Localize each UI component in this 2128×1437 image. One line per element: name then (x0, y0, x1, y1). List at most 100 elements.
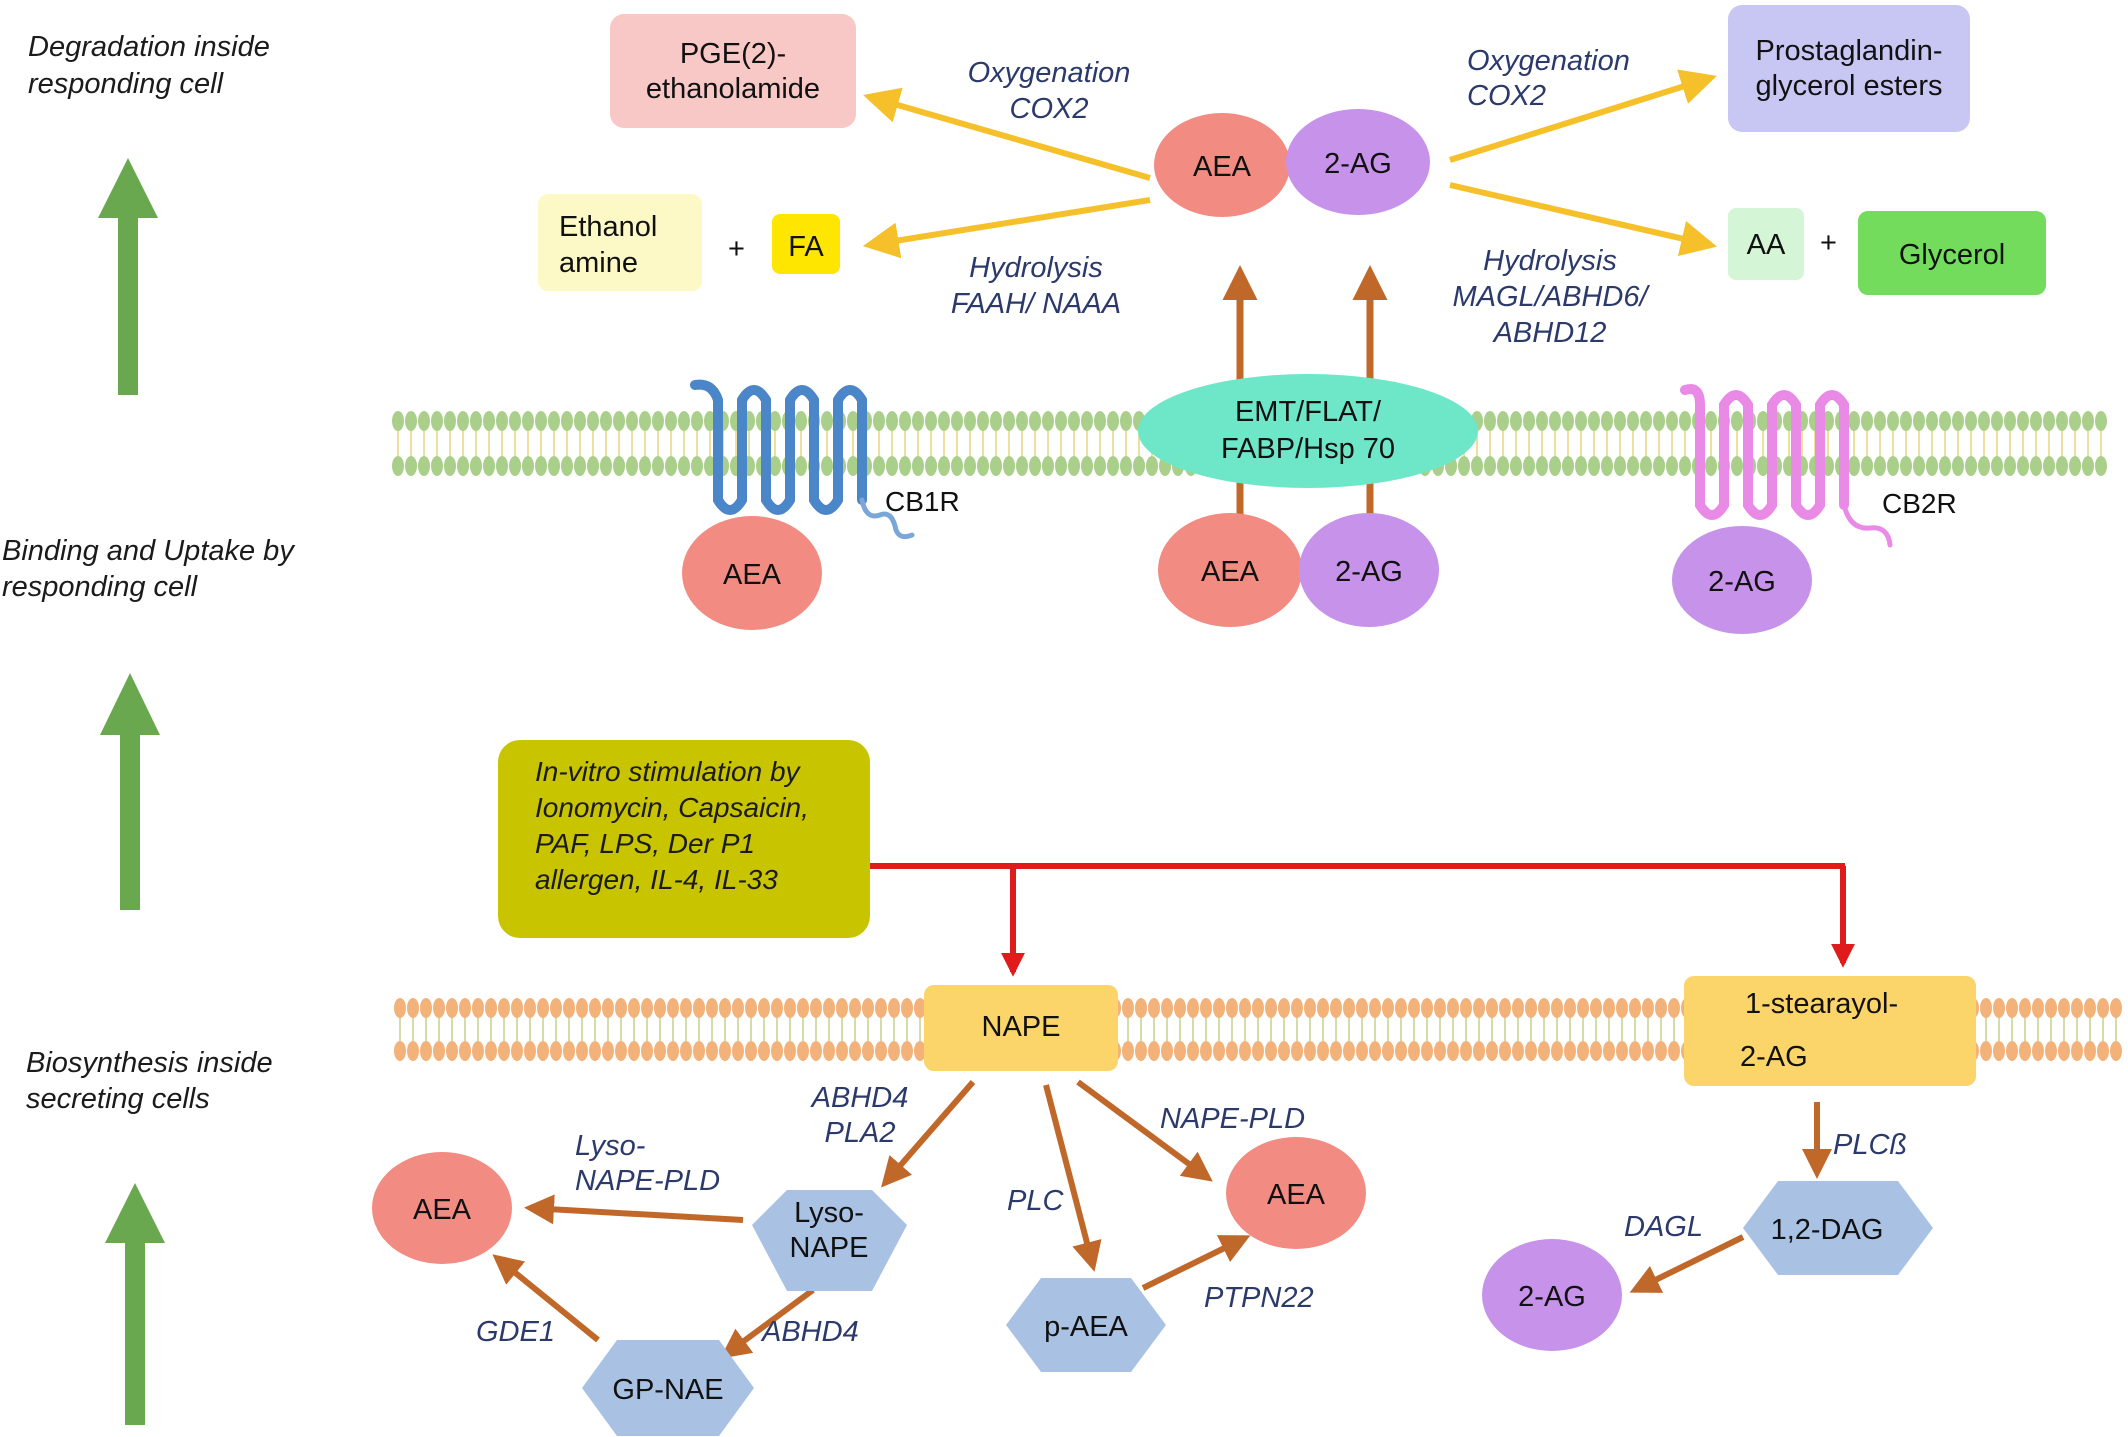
lyso-nape-hexagon (752, 1190, 907, 1291)
lipid-head (2056, 411, 2068, 431)
lipid-head (667, 1041, 679, 1061)
lipid-head (550, 998, 562, 1018)
lipid-head (873, 456, 885, 476)
lipid-head (574, 456, 586, 476)
lipid-head (563, 998, 575, 1018)
lipid-head (1042, 411, 1054, 431)
lipid-head (1629, 1041, 1641, 1061)
arrow-nape-to-aea (1076, 1079, 1213, 1182)
transporter-label: FABP/Hsp 70 (1221, 433, 1395, 465)
lipid-head (444, 456, 456, 476)
lipid-head (420, 998, 432, 1018)
lipid-head (706, 1041, 718, 1061)
lipid-head (964, 456, 976, 476)
lipid-head (1705, 411, 1717, 431)
lipid-head (537, 998, 549, 1018)
lipid-head (1900, 456, 1912, 476)
lipid-head (912, 411, 924, 431)
lipid-head (771, 998, 783, 1018)
lipid-head (548, 411, 560, 431)
arrow-lyso-nape-to-gp-nae (720, 1287, 815, 1359)
lipid-head (574, 411, 586, 431)
lipid-head (641, 998, 653, 1018)
lipid-head (1239, 998, 1251, 1018)
lipid-head (418, 411, 430, 431)
lipid-head (938, 456, 950, 476)
lipid-head (394, 998, 406, 1018)
lipid-head (1679, 456, 1691, 476)
lipid-head (1980, 998, 1992, 1018)
lipid-head (652, 456, 664, 476)
lyso-nape-label: NAPE (790, 1232, 869, 1264)
lipid-head (1640, 411, 1652, 431)
lipid-head (522, 411, 534, 431)
lipid-head (2084, 998, 2096, 1018)
lipid-head (1499, 1041, 1511, 1061)
lipid-head (654, 1041, 666, 1061)
enzyme-label-plcb: PLCß (1833, 1129, 1907, 1161)
lipid-head (2084, 1041, 2096, 1061)
lipid-head (1577, 1041, 1589, 1061)
lipid-head (2006, 1041, 2018, 1061)
lipid-head (1965, 411, 1977, 431)
lipid-head (771, 1041, 783, 1061)
lipid-head (589, 998, 601, 1018)
lipid-head (1252, 1041, 1264, 1061)
lipid-head (1486, 1041, 1498, 1061)
lipid-head (1564, 998, 1576, 1018)
lipid-head (1525, 1041, 1537, 1061)
lipid-head (615, 1041, 627, 1061)
lipid-head (509, 456, 521, 476)
lipid-head (1042, 456, 1054, 476)
ethanolamine-label: Ethanol (559, 211, 657, 243)
lipid-head (901, 998, 913, 1018)
lipid-head (654, 998, 666, 1018)
lipid-head (823, 1041, 835, 1061)
lipid-head (641, 1041, 653, 1061)
lipid-head (1887, 456, 1899, 476)
2ag-label: 2-AG (1518, 1281, 1586, 1313)
lipid-head (901, 1041, 913, 1061)
lipid-head (1549, 456, 1561, 476)
lipid-head (847, 411, 859, 431)
lipid-head (1551, 998, 1563, 1018)
arrow-nape-to-p-aea (1043, 1084, 1102, 1272)
lipid-head (524, 1041, 536, 1061)
aea-label: AEA (1267, 1179, 1326, 1211)
lipid-head (1510, 456, 1522, 476)
lipid-head (1653, 456, 1665, 476)
arrow-p-aea-to-aea (1141, 1235, 1251, 1291)
lipid-head (1655, 998, 1667, 1018)
lipid-head (1187, 998, 1199, 1018)
lipid-head (522, 456, 534, 476)
aea-transported (1158, 513, 1302, 627)
enzyme-label-cox2: COX2 (1467, 80, 1546, 112)
lipid-head (2045, 1041, 2057, 1061)
lipid-head (1174, 1041, 1186, 1061)
glycerol-box (1858, 211, 2046, 295)
lipid-head (1094, 456, 1106, 476)
lipid-head (563, 1041, 575, 1061)
lipid-head (1122, 998, 1134, 1018)
lipid-head (2017, 456, 2029, 476)
lipid-head (1523, 411, 1535, 431)
lipid-head (589, 1041, 601, 1061)
lipid-head (1120, 456, 1132, 476)
2ag-label: 2-AG (1324, 148, 1392, 180)
lipid-head (2043, 411, 2055, 431)
lipid-head (849, 998, 861, 1018)
arrow-lyso-nape-to-aea (524, 1194, 744, 1225)
lipid-head (1148, 1041, 1160, 1061)
lipid-head (2056, 456, 2068, 476)
lipid-head (1003, 456, 1015, 476)
lipid-head (1408, 998, 1420, 1018)
lipid-head (886, 411, 898, 431)
lipid-head (1003, 411, 1015, 431)
lipid-head (1601, 411, 1613, 431)
lipid-head (1642, 998, 1654, 1018)
lipid-head (1874, 411, 1886, 431)
lipid-head (418, 456, 430, 476)
lipid-head (1068, 411, 1080, 431)
lipid-head (821, 456, 833, 476)
pge2-label: PGE(2)- (680, 38, 786, 70)
